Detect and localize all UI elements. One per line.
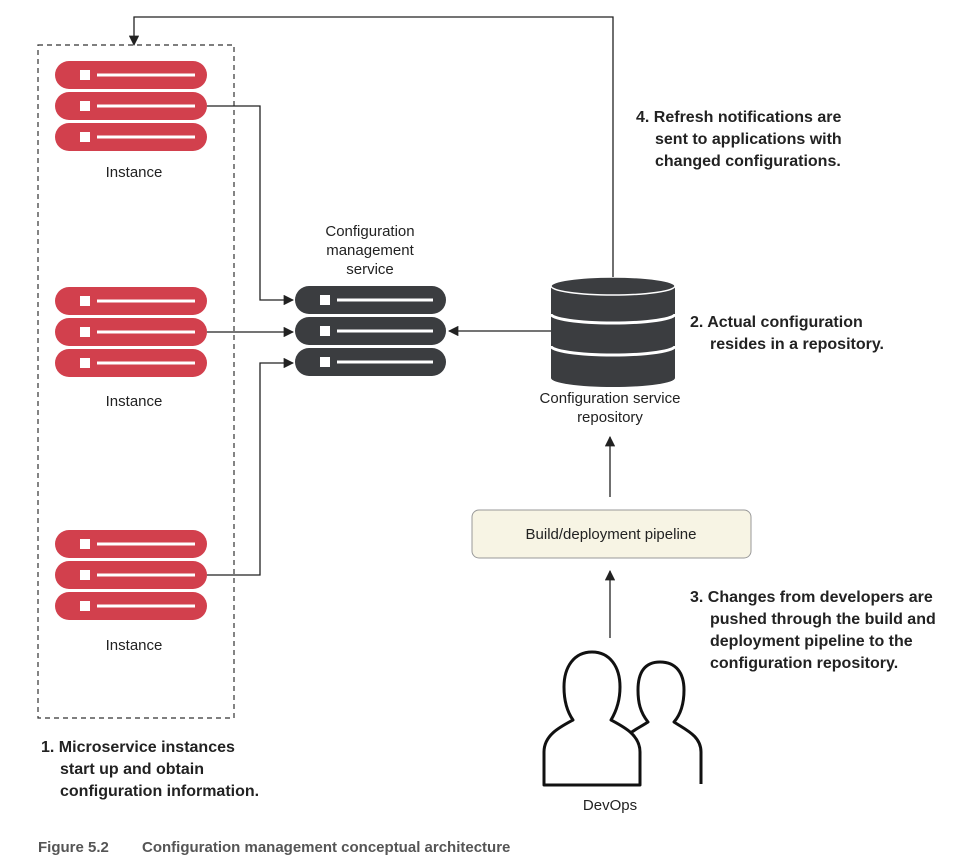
server-unit-icon [55, 318, 207, 346]
note-step1-line2: start up and obtain [60, 761, 204, 778]
note-step4-line2: sent to applications with [655, 131, 842, 148]
pipeline-box [471, 509, 752, 559]
repository-label-line1: Configuration service [540, 390, 681, 407]
server-unit-icon [295, 317, 446, 345]
server-unit-icon [55, 123, 207, 151]
instance-label: Instance [106, 637, 163, 654]
repository-label-line2: repository [577, 409, 643, 426]
connector-instance1-to-service [207, 105, 295, 306]
instances-group-box [37, 44, 235, 719]
note-step1-line3: configuration information. [60, 783, 259, 800]
server-unit-icon [55, 561, 207, 589]
connector-instance3-to-service [207, 357, 295, 576]
figure-caption: Configuration management conceptual arch… [142, 839, 510, 856]
instance-server-stack: Instance [55, 287, 207, 410]
note-step2-line1: 2. Actual configuration [690, 314, 863, 331]
instance-label: Instance [106, 164, 163, 181]
note-step3-line4: configuration repository. [710, 655, 898, 672]
note-step2-line2: resides in a repository. [710, 336, 884, 353]
note-step3-line3: deployment pipeline to the [710, 633, 913, 650]
note-step3-line1: 3. Changes from developers are [690, 589, 933, 606]
server-unit-icon [55, 61, 207, 89]
instance-server-stack: Instance [55, 530, 207, 654]
config-service-label-line1: Configuration [325, 223, 414, 240]
config-service-label-line3: service [346, 261, 394, 278]
server-unit-icon [55, 530, 207, 558]
server-unit-icon [55, 592, 207, 620]
server-unit-icon [55, 287, 207, 315]
config-service-server-stack: Configuration management service [295, 223, 446, 376]
devops-people-icon [542, 650, 703, 787]
pipeline-label: Build/deployment pipeline [526, 526, 697, 543]
note-step4-line3: changed configurations. [655, 153, 841, 170]
note-step3-line2: pushed through the build and [710, 611, 936, 628]
figure-number: Figure 5.2 [38, 839, 109, 856]
server-unit-icon [55, 349, 207, 377]
server-unit-icon [295, 286, 446, 314]
server-unit-icon [295, 348, 446, 376]
note-step1-line1: 1. Microservice instances [41, 739, 235, 756]
repository-database-icon [549, 276, 677, 387]
note-step4-line1: 4. Refresh notifications are [636, 109, 841, 126]
server-unit-icon [55, 92, 207, 120]
devops-label: DevOps [583, 797, 637, 814]
config-service-label-line2: management [326, 242, 414, 259]
instance-label: Instance [106, 393, 163, 410]
connector-refresh-notifications [128, 16, 614, 277]
instance-server-stack: Instance [55, 61, 207, 181]
